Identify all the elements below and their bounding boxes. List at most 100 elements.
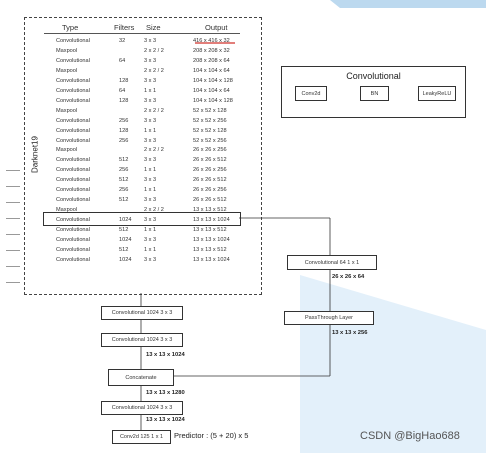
cell-size: 3 x 3	[144, 177, 157, 184]
predictor-label: Predictor : (5 + 20) x 5	[174, 431, 249, 440]
table-row: Convolutional 1024 3 x 3 13 x 13 x 1024	[44, 255, 240, 265]
header-size: Size	[146, 23, 161, 32]
cell-type: Convolutional	[56, 187, 90, 194]
cell-type: Convolutional	[56, 256, 90, 263]
table-row: Convolutional 128 3 x 3 104 x 104 x 128	[44, 96, 240, 106]
cell-output: 26 x 26 x 256	[193, 167, 227, 174]
dim-13x13x1280: 13 x 13 x 1280	[146, 390, 185, 396]
darknet19-table-frame	[24, 17, 262, 295]
cell-output: 26 x 26 x 256	[193, 187, 227, 194]
cell-size: 3 x 3	[144, 77, 157, 84]
cell-type: Convolutional	[56, 97, 90, 104]
cell-type: Convolutional	[56, 157, 90, 164]
cell-output: 13 x 13 x 1024	[193, 217, 230, 224]
cell-type: Convolutional	[56, 77, 90, 84]
cell-filters: 1024	[119, 237, 132, 243]
cell-type: Convolutional	[56, 127, 90, 134]
cell-filters: 512	[119, 157, 129, 164]
header-output: Output	[205, 23, 228, 32]
cell-output: 52 x 52 x 256	[193, 137, 227, 144]
cell-filters: 64	[119, 87, 126, 94]
cell-output: 26 x 26 x 512	[193, 197, 227, 204]
table-row: Convolutional 64 3 x 3 208 x 208 x 64	[44, 56, 240, 66]
dim-13x13x1024-2: 13 x 13 x 1024	[146, 417, 185, 423]
table-row: Convolutional 512 1 x 1 13 x 13 x 512	[44, 225, 240, 235]
cell-type: Convolutional	[56, 217, 90, 224]
cell-type: Convolutional	[56, 246, 90, 253]
cell-size: 3 x 3	[144, 97, 157, 104]
table-row: Maxpool 2 x 2 / 2 26 x 26 x 256	[44, 145, 240, 155]
concatenate-box: Concatenate	[108, 369, 174, 386]
cell-size: 1 x 1	[144, 127, 157, 134]
cell-type: Convolutional	[56, 167, 90, 174]
cell-output: 208 x 208 x 64	[193, 57, 230, 64]
cell-output: 13 x 13 x 512	[193, 246, 227, 253]
csdn-watermark: CSDN @BigHao688	[360, 430, 460, 442]
cell-size: 3 x 3	[144, 197, 157, 204]
cell-size: 1 x 1	[144, 187, 157, 194]
cell-size: 2 x 2 / 2	[144, 147, 164, 154]
cell-filters: 1024	[119, 256, 132, 263]
cell-size: 1 x 1	[144, 87, 157, 94]
table-row: Convolutional 128 1 x 1 52 x 52 x 128	[44, 126, 240, 136]
cell-size: 3 x 3	[144, 237, 157, 243]
legend-leakyrelu-box: LeakyReLU	[418, 86, 456, 101]
cell-filters: 512	[119, 227, 129, 234]
legend-title: Convolutional	[346, 71, 401, 81]
cell-type: Maxpool	[56, 47, 78, 54]
cell-filters: 128	[119, 127, 129, 134]
table-row: Convolutional 128 3 x 3 104 x 104 x 128	[44, 76, 240, 86]
cell-filters: 512	[119, 177, 129, 184]
cell-type: Maxpool	[56, 147, 78, 154]
cell-type: Maxpool	[56, 207, 78, 214]
table-row: Convolutional 256 1 x 1 26 x 26 x 256	[44, 165, 240, 175]
cell-size: 3 x 3	[144, 217, 157, 224]
cell-filters: 128	[119, 97, 129, 104]
dim-13x13x256: 13 x 13 x 256	[332, 330, 368, 336]
cell-output: 104 x 104 x 128	[193, 77, 233, 84]
cell-filters: 256	[119, 167, 129, 174]
cell-type: Convolutional	[56, 117, 90, 124]
cell-filters: 64	[119, 57, 126, 64]
top-accent-band	[330, 0, 486, 8]
dim-13x13x1024: 13 x 13 x 1024	[146, 352, 185, 358]
cell-output: 26 x 26 x 512	[193, 157, 227, 164]
cell-output: 52 x 52 x 128	[193, 127, 227, 134]
cell-size: 2 x 2 / 2	[144, 47, 164, 54]
cell-size: 1 x 1	[144, 167, 157, 174]
cell-type: Maxpool	[56, 67, 78, 74]
cell-filters: 128	[119, 77, 129, 84]
cell-size: 3 x 3	[144, 38, 157, 44]
cell-output: 13 x 13 x 512	[193, 227, 227, 234]
cell-type: Convolutional	[56, 137, 90, 144]
passthrough-layer-box: PassThrough Layer	[284, 311, 374, 325]
cell-size: 3 x 3	[144, 256, 157, 263]
cell-size: 3 x 3	[144, 157, 157, 164]
cell-output: 104 x 104 x 128	[193, 97, 233, 104]
cell-filters: 32	[119, 38, 126, 44]
cell-type: Convolutional	[56, 57, 90, 64]
cell-filters: 512	[119, 246, 129, 253]
cell-filters: 512	[119, 197, 129, 204]
cell-output: 26 x 26 x 256	[193, 147, 227, 154]
cell-size: 1 x 1	[144, 227, 157, 234]
conv-1024-box-2: Convolutional 1024 3 x 3	[101, 333, 183, 347]
cell-size: 2 x 2 / 2	[144, 207, 164, 214]
cell-type: Maxpool	[56, 107, 78, 114]
cell-output: 13 x 13 x 1024	[193, 256, 230, 263]
cell-type: Convolutional	[56, 227, 90, 234]
conv-1024-box-3: Convolutional 1024 3 x 3	[101, 401, 183, 415]
cell-size: 2 x 2 / 2	[144, 107, 164, 114]
cell-size: 2 x 2 / 2	[144, 67, 164, 74]
cell-size: 3 x 3	[144, 57, 157, 64]
cell-size: 3 x 3	[144, 117, 157, 124]
cell-output: 52 x 52 x 256	[193, 117, 227, 124]
